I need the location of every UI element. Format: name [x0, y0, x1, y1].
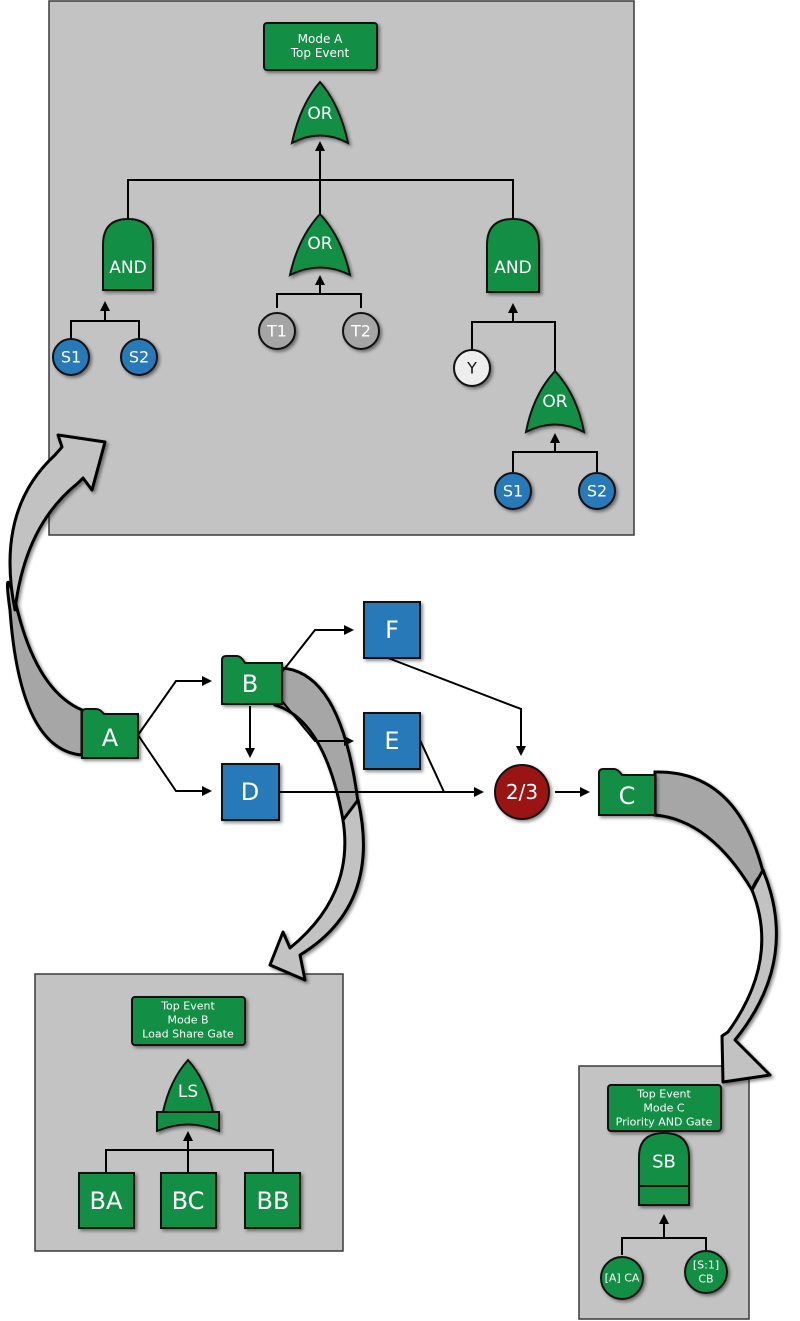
- mode-a-right-basic-event-s2[interactable]: S2: [578, 472, 616, 510]
- mode-a-right-s1-label: S1: [503, 482, 523, 501]
- mode-b-panel: Top Event Mode B Load Share Gate LS BA B…: [34, 973, 344, 1252]
- mode-a-top-event-line1: Mode A: [298, 32, 344, 46]
- mode-a-right-and-gate[interactable]: AND: [486, 217, 540, 293]
- edge-a-d: [137, 734, 212, 796]
- mode-c-priority-and-gate[interactable]: SB: [638, 1131, 690, 1206]
- vote-gate-label: 2/3: [506, 780, 538, 804]
- transfer-node-b[interactable]: B: [221, 655, 283, 705]
- node-d-label: D: [241, 778, 259, 806]
- transfer-arrow-b-to-mode-b: [268, 666, 365, 982]
- edge-e-vote: [419, 739, 445, 793]
- mode-a-panel: Mode A Top Event OR AND S1 S2 O: [48, 0, 635, 536]
- basic-node-d[interactable]: D: [221, 763, 280, 821]
- mode-a-top-gate-label: OR: [307, 104, 332, 124]
- transfer-node-a[interactable]: A: [81, 708, 139, 759]
- mode-a-top-branch: [127, 179, 514, 220]
- node-f-label: F: [385, 616, 399, 644]
- mode-c-cb-label-line1: [S:1]: [693, 1259, 719, 1272]
- mode-b-ba-label: BA: [90, 1187, 123, 1215]
- edge-a-b: [137, 676, 212, 736]
- mode-b-input-ba[interactable]: BA: [78, 1172, 135, 1229]
- mode-b-top-event[interactable]: Top Event Mode B Load Share Gate: [131, 996, 246, 1046]
- mode-a-right-s2-label: S2: [587, 482, 607, 501]
- mode-a-left-gate-label: AND: [109, 258, 146, 278]
- node-e-label: E: [384, 727, 399, 755]
- mode-b-gate-label: LS: [178, 1082, 198, 1102]
- transfer-arrow-a-to-mode-a: [5, 433, 107, 757]
- mode-a-top-event[interactable]: Mode A Top Event: [263, 22, 378, 71]
- mode-c-panel: Top Event Mode C Priority AND Gate SB [A…: [578, 1065, 750, 1320]
- mode-a-y-label: Y: [466, 359, 477, 378]
- node-b-label: B: [242, 670, 258, 698]
- mode-b-branch: [105, 1149, 274, 1173]
- mode-b-top-event-line1: Top Event: [160, 1000, 215, 1013]
- mode-b-load-share-gate[interactable]: LS: [156, 1058, 220, 1133]
- transfer-node-c[interactable]: C: [598, 768, 656, 816]
- mode-b-top-event-line3: Load Share Gate: [142, 1028, 234, 1041]
- mode-c-input-ca[interactable]: [A] CA: [600, 1256, 644, 1300]
- mode-c-top-event-line3: Priority AND Gate: [616, 1116, 713, 1129]
- mode-a-right-basic-event-s1[interactable]: S1: [494, 472, 532, 510]
- transfer-arrow-c-to-mode-c: [653, 770, 778, 1084]
- node-a-label: A: [102, 724, 119, 752]
- mode-a-top-or-gate[interactable]: OR: [290, 80, 350, 145]
- mode-a-basic-event-s2[interactable]: S2: [120, 338, 158, 376]
- edge-b-e: [281, 700, 354, 746]
- mode-c-top-event[interactable]: Top Event Mode C Priority AND Gate: [607, 1084, 722, 1132]
- node-c-label: C: [619, 782, 636, 810]
- mode-a-left-s2-label: S2: [129, 348, 149, 367]
- basic-node-e[interactable]: E: [363, 712, 421, 770]
- mode-a-right-sub-gate-label: OR: [542, 392, 567, 412]
- mode-a-t1-label: T1: [266, 322, 287, 341]
- edge-f-vote: [387, 657, 526, 756]
- mode-b-input-bb[interactable]: BB: [244, 1172, 301, 1229]
- mode-a-basic-event-s1[interactable]: S1: [52, 338, 90, 376]
- mode-b-input-bc[interactable]: BC: [160, 1172, 217, 1229]
- edge-b-f: [281, 625, 354, 673]
- mode-a-t2-label: T2: [350, 322, 371, 341]
- mode-b-bb-label: BB: [257, 1187, 290, 1215]
- mode-c-cb-label-line2: CB: [698, 1273, 713, 1286]
- flow-section: A B D F E 2/3 C: [81, 601, 656, 821]
- vote-gate-2-of-3[interactable]: 2/3: [494, 764, 550, 820]
- mode-c-top-event-line2: Mode C: [643, 1102, 684, 1115]
- mode-a-house-event-y[interactable]: Y: [453, 349, 491, 387]
- mode-a-undeveloped-event-t2[interactable]: T2: [342, 312, 380, 350]
- mode-a-top-event-line2: Top Event: [290, 46, 350, 60]
- mode-c-gate-label: SB: [652, 1152, 676, 1173]
- mode-c-top-event-line1: Top Event: [636, 1088, 691, 1101]
- mode-a-right-gate-label: AND: [494, 258, 531, 278]
- mode-a-right-sub-or-gate[interactable]: OR: [524, 369, 586, 434]
- mode-b-top-event-line2: Mode B: [167, 1014, 208, 1027]
- basic-node-f[interactable]: F: [363, 601, 421, 659]
- mode-a-center-or-gate[interactable]: OR: [288, 212, 352, 277]
- mode-a-undeveloped-event-t1[interactable]: T1: [258, 312, 296, 350]
- mode-a-center-gate-label: OR: [307, 234, 332, 254]
- mode-c-ca-label: [A] CA: [605, 1272, 640, 1285]
- mode-a-left-s1-label: S1: [61, 348, 81, 367]
- mode-a-left-and-gate[interactable]: AND: [102, 217, 154, 291]
- mode-b-bc-label: BC: [172, 1187, 205, 1215]
- mode-c-input-cb[interactable]: [S:1] CB: [684, 1250, 728, 1294]
